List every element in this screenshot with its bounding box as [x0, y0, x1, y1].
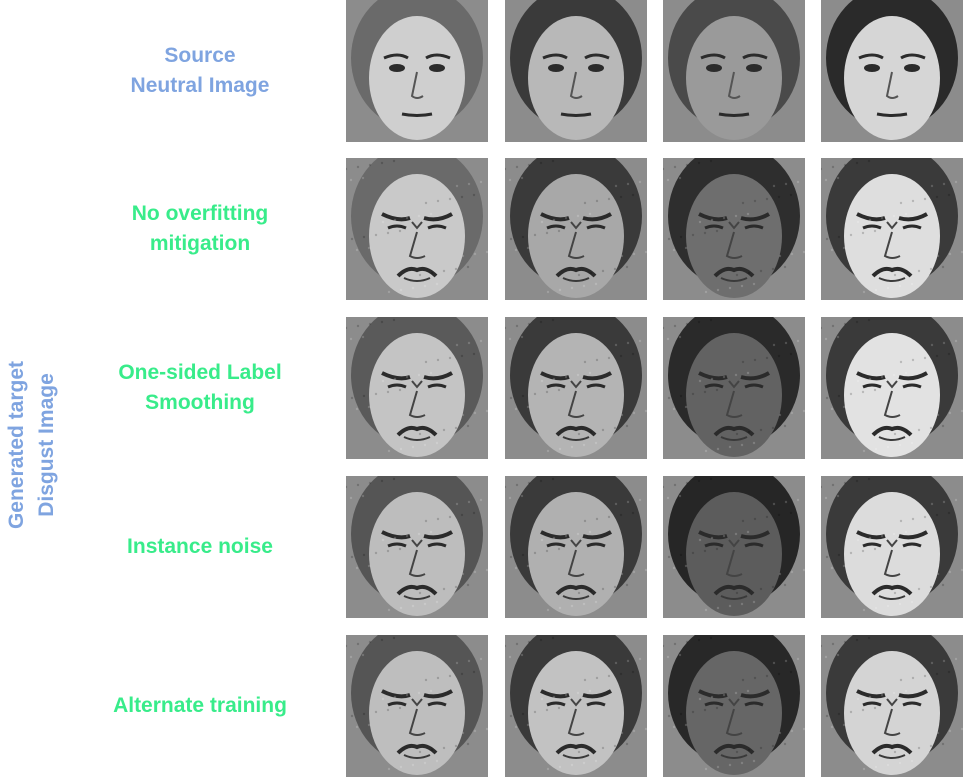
row-label-line: One-sided Label [118, 361, 282, 384]
face-3-disgust-alternate-training [663, 635, 805, 777]
row-label-line: mitigation [149, 232, 251, 255]
face-3-disgust-label-smoothing [663, 317, 805, 459]
row-label-3: Instance noise [80, 532, 320, 562]
face-3-disgust-no-mitigation [663, 158, 805, 300]
face-3-disgust-instance-noise [663, 476, 805, 618]
face-2-disgust-no-mitigation [505, 158, 647, 300]
row-label-line: Alternate training [113, 694, 287, 717]
face-4-disgust-no-mitigation [821, 158, 963, 300]
row-label-line: Source [164, 44, 236, 67]
row-label-line: Smoothing [145, 391, 255, 414]
face-2-disgust-instance-noise [505, 476, 647, 618]
row-label-4: Alternate training [80, 691, 320, 721]
face-2-disgust-alternate-training [505, 635, 647, 777]
face-woman-glancing-neutral [505, 0, 647, 142]
side-label-line-1: Generated target [5, 360, 28, 530]
face-woman-short-hair-neutral [821, 0, 963, 142]
face-2-disgust-label-smoothing [505, 317, 647, 459]
face-young-man-neutral [663, 0, 805, 142]
face-1-disgust-label-smoothing [346, 317, 488, 459]
row-label-line: No overfitting [131, 202, 269, 225]
row-label-line: Instance noise [127, 535, 273, 558]
face-1-disgust-no-mitigation [346, 158, 488, 300]
face-1-disgust-instance-noise [346, 476, 488, 618]
face-4-disgust-alternate-training [821, 635, 963, 777]
face-4-disgust-instance-noise [821, 476, 963, 618]
face-4-disgust-label-smoothing [821, 317, 963, 459]
row-label-line: Neutral Image [130, 74, 270, 97]
row-label-1: No overfitting mitigation [80, 199, 320, 259]
side-label-generated-target: Generated target Disgust Image [2, 340, 62, 550]
face-woman-long-hair-neutral [346, 0, 488, 142]
face-1-disgust-alternate-training [346, 635, 488, 777]
side-label-line-2: Disgust Image [35, 373, 58, 517]
